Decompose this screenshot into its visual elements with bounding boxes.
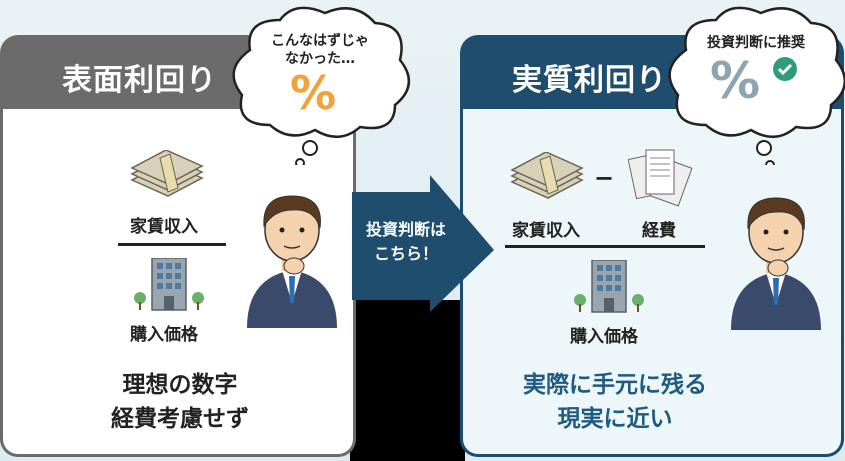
denominator-label: 購入価格 <box>130 325 198 345</box>
arrow-icon <box>352 175 494 312</box>
money-stack-icon <box>131 150 203 197</box>
worried-man-icon <box>246 195 338 328</box>
building-icon <box>133 258 205 311</box>
check-circle-icon <box>773 57 797 81</box>
numerator-a-label: 家賃収入 <box>512 221 580 241</box>
percent-icon: % <box>290 66 337 120</box>
summary-line2: 経費考慮せず <box>111 406 249 432</box>
thought-text: 投資判断に推奨 <box>707 35 805 51</box>
fraction-line <box>505 245 705 248</box>
black-gap <box>350 300 465 461</box>
fraction-line <box>118 243 226 246</box>
receipts-icon <box>628 149 693 207</box>
summary-line1: 実際に手元に残る <box>523 372 707 398</box>
thought-bubble <box>232 6 411 165</box>
summary-line1: 理想の数字 <box>122 372 238 398</box>
numerator-b-label: 経費 <box>642 221 676 241</box>
minus-operator: − <box>594 164 615 192</box>
card-title: 表面利回り <box>62 63 217 98</box>
thought-line2: なかった… <box>285 51 355 67</box>
thought-line1: こんなはずじゃ <box>271 33 369 49</box>
numerator-label: 家賃収入 <box>130 217 198 237</box>
denominator-label: 購入価格 <box>570 327 638 347</box>
percent-icon: % <box>710 52 761 110</box>
money-stack-icon <box>511 152 583 199</box>
card-title: 実質利回り <box>512 63 667 98</box>
thought-bubble <box>668 6 845 165</box>
arrow-text-line2: こちら！ <box>373 244 438 263</box>
smiling-man-icon <box>730 197 822 330</box>
building-icon <box>573 260 645 313</box>
summary-line2: 現実に近い <box>557 406 673 432</box>
arrow-text-line1: 投資判断は <box>365 220 446 239</box>
